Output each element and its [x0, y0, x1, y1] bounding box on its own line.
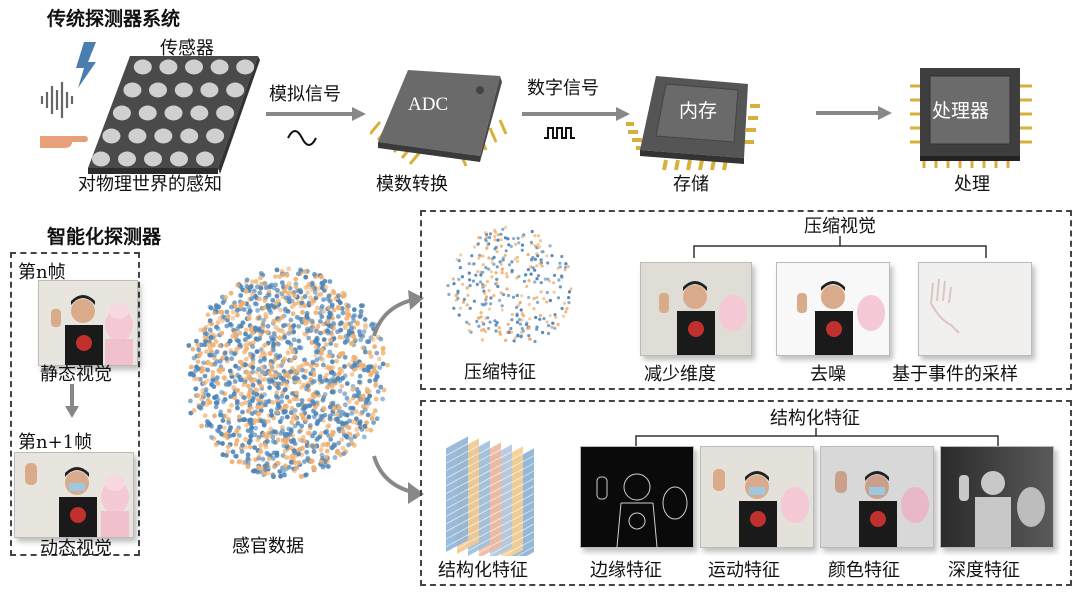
frame-n1-label: 第n+1帧	[18, 432, 93, 453]
compressed-feature-cloud	[446, 225, 573, 344]
structured-feature-label: 结构化特征	[438, 560, 528, 581]
compressed-feature-label: 压缩特征	[464, 362, 536, 383]
adc-chip-text: ADC	[408, 94, 449, 115]
structured-group-title: 结构化特征	[770, 408, 860, 429]
static-vision-label: 静态视觉	[40, 364, 112, 385]
processor-arrow	[816, 106, 892, 120]
person-photo	[39, 281, 137, 365]
sensor-label: 传感器	[160, 38, 214, 59]
structured-box	[420, 400, 1072, 586]
square-wave-icon	[544, 127, 575, 139]
color-feature-photo	[820, 446, 934, 548]
frame-n-photo	[38, 280, 138, 366]
structured-item-3: 深度特征	[948, 560, 1020, 581]
traditional-title: 传统探测器系统	[47, 8, 181, 30]
compressed-box	[420, 210, 1072, 390]
adc-label: 模数转换	[376, 174, 448, 195]
sensor-grid	[88, 56, 260, 174]
analog-arrow	[266, 107, 366, 146]
edge-feature-photo	[580, 446, 694, 548]
memory-chip	[626, 76, 760, 171]
adc-chip	[370, 70, 508, 167]
processor-label: 处理	[954, 174, 990, 195]
sound-wave-icon	[40, 82, 74, 118]
intelligent-title: 智能化探测器	[47, 226, 162, 248]
compressed-group-title: 压缩视觉	[804, 216, 876, 237]
sensory-data-label: 感官数据	[232, 536, 304, 557]
structured-item-0: 边缘特征	[590, 560, 662, 581]
arrow-to-compressed	[372, 290, 424, 337]
finger-touch-icon	[40, 136, 88, 148]
frame-arrow-down	[65, 384, 79, 418]
dynamic-vision-label: 动态视觉	[40, 538, 112, 559]
reduced-dimension-photo	[640, 262, 752, 356]
event-sampling-photo	[918, 262, 1032, 356]
arrow-to-structured	[372, 455, 424, 504]
structured-item-1: 运动特征	[708, 560, 780, 581]
compressed-bracket	[693, 236, 987, 258]
lightning-icon	[76, 42, 96, 88]
compressed-item-1: 去噪	[810, 364, 846, 385]
depth-feature-photo	[940, 446, 1054, 548]
digital-arrow	[522, 107, 630, 139]
person-photo-wave	[15, 453, 133, 537]
perception-label: 对物理世界的感知	[78, 174, 222, 195]
structured-feature-stack	[445, 435, 535, 556]
digital-signal-label: 数字信号	[527, 78, 599, 99]
denoise-photo	[776, 262, 890, 356]
compressed-item-0: 减少维度	[644, 364, 716, 385]
sensory-data-cloud	[186, 266, 390, 480]
analog-signal-label: 模拟信号	[269, 84, 341, 105]
frame-n1-photo	[14, 452, 134, 538]
processor-chip	[910, 68, 1032, 168]
structured-item-2: 颜色特征	[828, 560, 900, 581]
input-icons	[40, 42, 96, 148]
sine-wave-icon	[287, 130, 317, 146]
processor-chip-text: 处理器	[932, 101, 990, 122]
memory-label: 存储	[673, 174, 709, 195]
motion-feature-photo	[700, 446, 814, 548]
memory-chip-text: 内存	[679, 101, 718, 122]
frame-n-label: 第n帧	[18, 262, 66, 283]
frames-box	[10, 252, 140, 556]
compressed-item-2: 基于事件的采样	[892, 364, 1018, 385]
structured-bracket	[635, 428, 999, 448]
